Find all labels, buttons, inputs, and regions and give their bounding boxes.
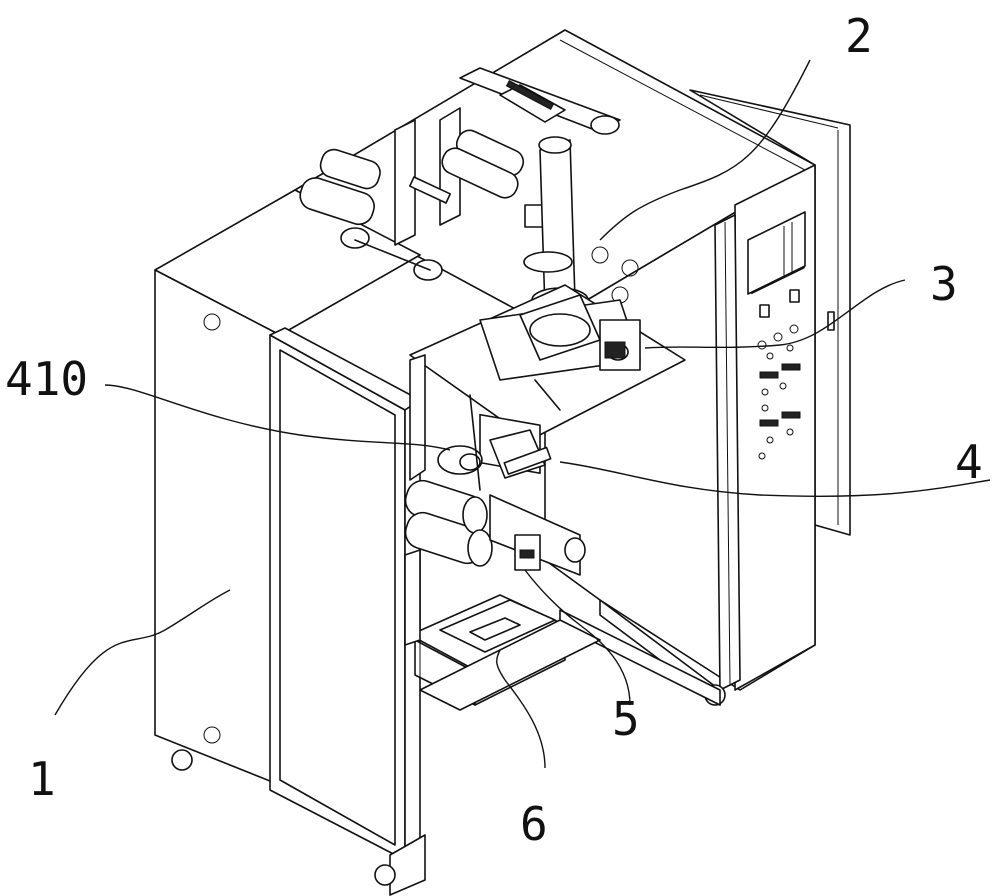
leader-4 [559,461,991,498]
leader-lines [54,59,991,769]
film-roll-assembly [299,67,621,281]
leader-410 [104,384,451,451]
callout-5: 5 [612,692,640,746]
left-cabinet [154,189,421,786]
right-door [689,89,851,536]
base-frame [419,609,721,711]
leader-1 [54,589,231,716]
callout-4: 4 [955,435,983,489]
callout-1: 1 [28,752,56,806]
callout-6: 6 [520,797,548,851]
leader-3 [644,279,906,349]
leader-5 [524,569,631,706]
callout-2: 2 [845,9,873,63]
pull-unit [404,479,586,576]
cutter-unit [437,394,552,491]
left-door [269,327,426,896]
leader-6 [496,649,546,769]
callout-3: 3 [930,257,958,311]
control-panel [734,164,835,691]
callout-410: 410 [5,352,88,406]
leader-2 [599,59,811,241]
